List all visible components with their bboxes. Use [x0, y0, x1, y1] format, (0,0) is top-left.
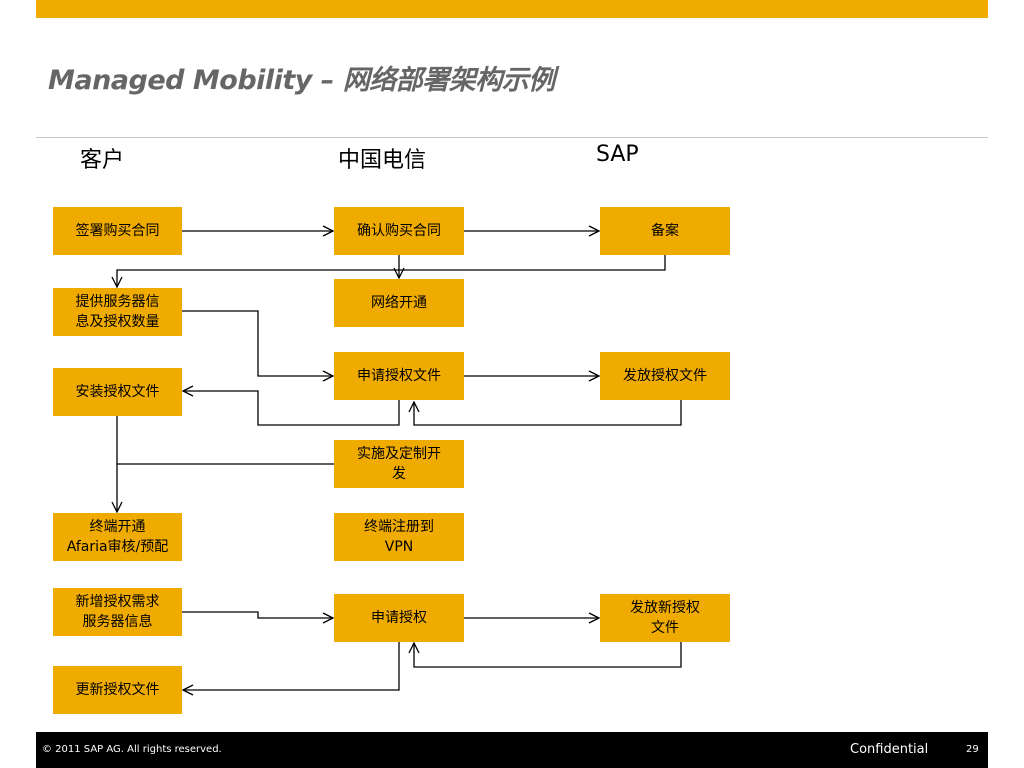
box-sign-contract: 签署购买合同 — [53, 207, 182, 255]
arrow-apply-auth-to-update — [183, 642, 400, 690]
slide-title: Managed Mobility – 网络部署架构示例 — [48, 65, 555, 96]
box-terminal-vpn: 终端注册到 VPN — [334, 513, 464, 561]
box-confirm-contract: 确认购买合同 — [334, 207, 464, 255]
box-install-license-file: 安装授权文件 — [53, 368, 182, 416]
footer-copyright: © 2011 SAP AG. All rights reserved. — [42, 744, 222, 755]
box-new-license-request: 新增授权需求 服务器信息 — [53, 588, 182, 636]
box-provide-server-info: 提供服务器信 息及授权数量 — [53, 288, 182, 336]
box-terminal-open: 终端开通 Afaria审核/预配 — [53, 513, 182, 561]
arrow-new-req-to-apply-auth — [182, 611, 333, 618]
box-filing: 备案 — [600, 207, 730, 255]
box-issue-license-file: 发放授权文件 — [600, 352, 730, 400]
arrow-apply-to-install — [183, 391, 400, 426]
footer-confidential: Confidential — [850, 742, 929, 757]
arrow-issue-new-to-apply-auth-return — [414, 642, 682, 668]
arrow-issue-to-apply-return — [414, 400, 682, 426]
footer-bar: © 2011 SAP AG. All rights reserved. Conf… — [36, 732, 988, 768]
box-apply-license-file: 申请授权文件 — [334, 352, 464, 400]
footer-page-number: 29 — [966, 744, 979, 755]
box-network-open: 网络开通 — [334, 279, 464, 327]
arrow-filing-to-provide-info — [117, 255, 666, 287]
column-header-telecom: 中国电信 — [338, 148, 427, 173]
box-issue-new-license: 发放新授权 文件 — [600, 594, 730, 642]
box-update-license-file: 更新授权文件 — [53, 666, 182, 714]
box-apply-authorization: 申请授权 — [334, 594, 464, 642]
title-divider — [36, 137, 988, 138]
top-accent-bar — [36, 0, 988, 18]
column-header-customer: 客户 — [80, 148, 125, 173]
column-header-sap: SAP — [596, 142, 639, 167]
arrow-provide-info-to-apply — [182, 310, 333, 376]
box-implementation: 实施及定制开 发 — [334, 440, 464, 488]
